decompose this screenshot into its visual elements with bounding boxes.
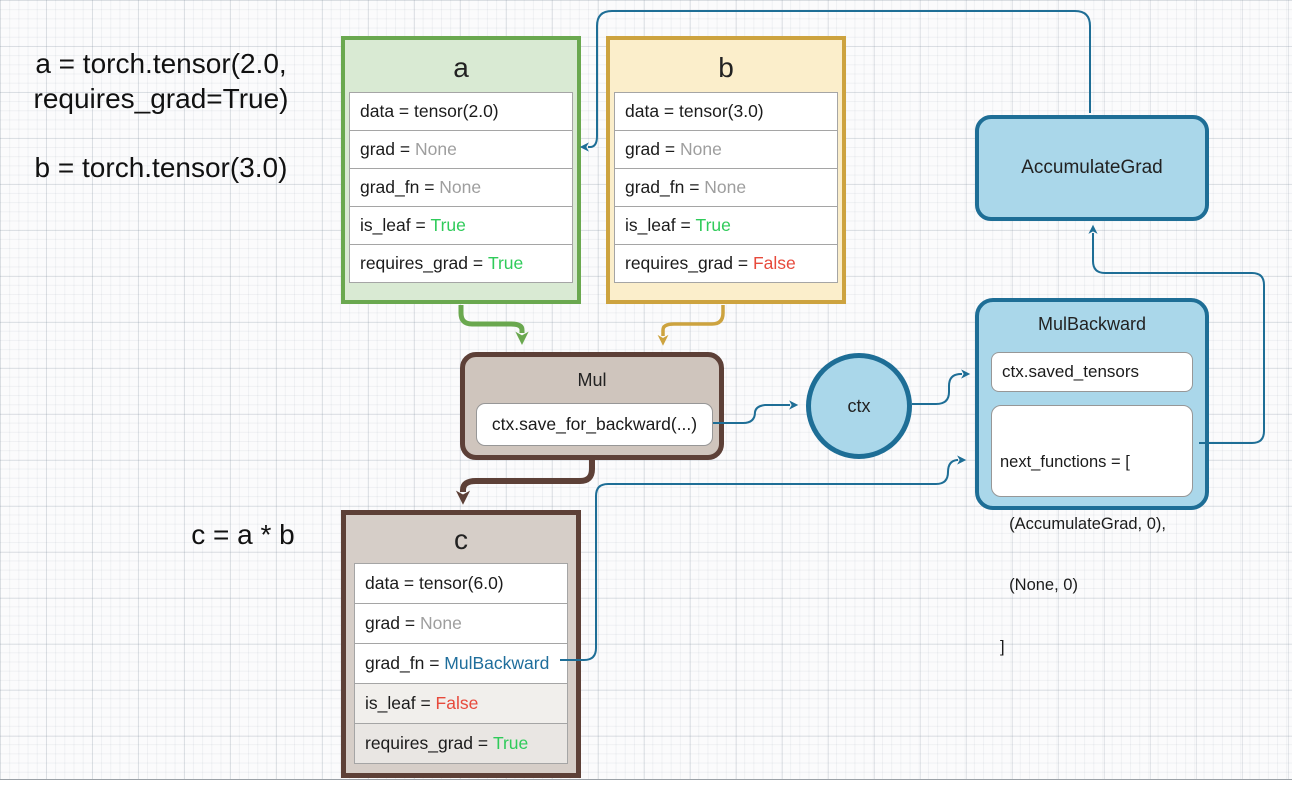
tensor-a-row-is-leaf: is_leaf = True (349, 206, 573, 245)
mulbackward-node: MulBackward ctx.saved_tensors next_funct… (975, 298, 1209, 656)
field-value: MulBackward (444, 653, 550, 673)
tensor-c-row-grad: grad = None (354, 603, 568, 644)
next-functions-line: (AccumulateGrad, 0), (1000, 514, 1166, 533)
field-label: data = (365, 573, 420, 593)
field-label: is_leaf = (365, 693, 436, 713)
field-value: True (487, 253, 524, 273)
tensor-a-row-data: data = tensor(2.0) (349, 92, 573, 131)
mulbackward-next-functions: next_functions = [ (AccumulateGrad, 0), … (991, 405, 1193, 656)
edge-save-for-backward-to-ctx (713, 400, 799, 424)
tensor-b-row-grad-fn: grad_fn = None (614, 168, 838, 207)
ctx-circle-node: ctx (806, 353, 912, 459)
code-annotation-a-line2: requires_grad=True) (33, 83, 289, 114)
field-label: is_leaf = (360, 215, 431, 235)
field-value: False (752, 253, 796, 273)
mul-function-node: Mul ctx.save_for_backward(...) (460, 352, 724, 460)
field-value: True (492, 733, 529, 753)
tensor-a-row-grad: grad = None (349, 130, 573, 169)
field-label: grad = (625, 139, 680, 159)
tensor-box-b: b data = tensor(3.0) grad = None grad_fn… (606, 36, 846, 304)
field-value: True (695, 215, 731, 235)
tensor-a-title: a (453, 52, 469, 83)
mulbackward-node-title: MulBackward (1037, 314, 1147, 334)
field-label: grad = (365, 613, 420, 633)
tensor-c-row-requires-grad: requires_grad = True (354, 723, 568, 764)
field-label: requires_grad = (360, 253, 488, 273)
tensor-b-row-requires-grad: requires_grad = False (614, 244, 838, 283)
field-label: requires_grad = (625, 253, 753, 273)
tensor-c-title: c (454, 524, 468, 555)
field-value: True (430, 215, 466, 235)
field-label: grad = (360, 139, 415, 159)
code-annotation-c: c = a * b (191, 519, 295, 550)
accumulategrad-node: AccumulateGrad (975, 115, 1209, 221)
mulbackward-saved-tensors: ctx.saved_tensors (991, 352, 1193, 392)
field-label: is_leaf = (625, 215, 696, 235)
field-label: grad_fn = (365, 653, 445, 673)
next-functions-line: ] (1000, 637, 1005, 656)
tensor-c-rows: data = tensor(6.0) grad = None grad_fn =… (354, 563, 568, 764)
mul-save-for-backward: ctx.save_for_backward(...) (476, 403, 713, 446)
tensor-b-title: b (718, 52, 734, 83)
tensor-c-row-data: data = tensor(6.0) (354, 563, 568, 604)
mul-node-title: Mul (577, 370, 607, 390)
edge-ctx-to-saved-tensors (912, 369, 971, 405)
field-value: False (435, 693, 479, 713)
code-annotation-a-line1: a = torch.tensor(2.0, (35, 48, 287, 79)
edge-b-to-mul (657, 305, 725, 346)
field-value: None (679, 139, 722, 159)
tensor-c-row-is-leaf: is_leaf = False (354, 683, 568, 724)
edge-mul-to-c (455, 459, 595, 505)
canvas-bottom-edge (0, 779, 1292, 786)
field-value: tensor(3.0) (679, 101, 764, 121)
tensor-a-rows: data = tensor(2.0) grad = None grad_fn =… (349, 92, 573, 283)
tensor-box-a: a data = tensor(2.0) grad = None grad_fn… (341, 36, 581, 304)
next-functions-line: next_functions = [ (1000, 453, 1130, 471)
field-label: grad_fn = (625, 177, 705, 197)
field-label: grad_fn = (360, 177, 440, 197)
field-value: tensor(2.0) (414, 101, 499, 121)
field-label: requires_grad = (365, 733, 493, 753)
edge-a-to-mul (458, 305, 529, 345)
field-label: data = (360, 101, 415, 121)
tensor-b-row-is-leaf: is_leaf = True (614, 206, 838, 245)
edge-c-grad-fn-to-next-functions (560, 455, 967, 661)
code-annotation-b: b = torch.tensor(3.0) (34, 152, 288, 183)
field-value: None (704, 177, 747, 197)
field-value: tensor(6.0) (419, 573, 504, 593)
tensor-box-c: c data = tensor(6.0) grad = None grad_fn… (341, 510, 581, 778)
tensor-c-row-grad-fn: grad_fn = MulBackward (354, 643, 568, 684)
field-label: data = (625, 101, 680, 121)
code-annotation-a: a = torch.tensor(2.0, requires_grad=True… (2, 46, 320, 116)
tensor-b-row-data: data = tensor(3.0) (614, 92, 838, 131)
tensor-b-row-grad: grad = None (614, 130, 838, 169)
tensor-a-row-requires-grad: requires_grad = True (349, 244, 573, 283)
field-value: None (414, 139, 457, 159)
tensor-b-rows: data = tensor(3.0) grad = None grad_fn =… (614, 92, 838, 283)
tensor-a-row-grad-fn: grad_fn = None (349, 168, 573, 207)
field-value: None (439, 177, 482, 197)
field-value: None (419, 613, 462, 633)
next-functions-line: (None, 0) (1000, 576, 1078, 594)
